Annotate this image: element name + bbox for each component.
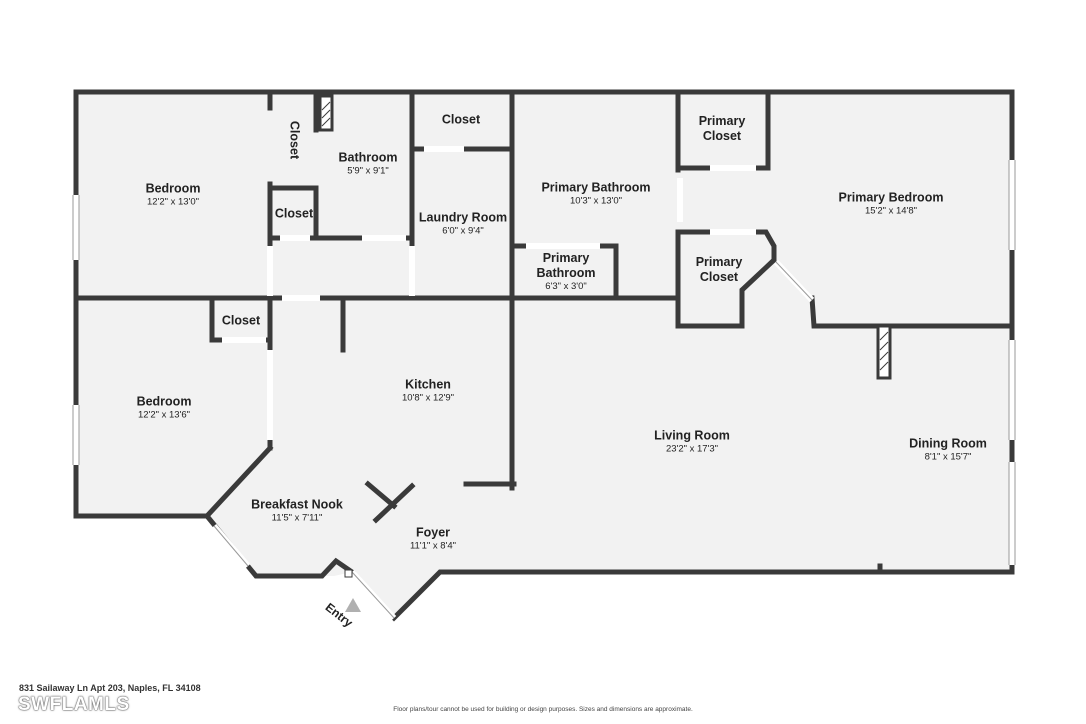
room-dimensions: 8'1" x 15'7" [924,451,972,463]
room-dimensions: 15'2" x 14'8" [864,205,918,217]
room-bedroom-1: Bedroom 12'2" x 13'0" [146,182,201,209]
room-laundry: Laundry Room 6'0" x 9'4" [419,211,507,238]
room-name-line1: Primary [542,251,590,265]
room-primary-closet-top: Primary Closet [699,114,746,144]
room-name: Laundry Room [418,210,508,225]
disclaimer-text: Floor plans/tour cannot be used for buil… [393,706,693,713]
floor-area [76,92,1012,618]
room-name-line1: Primary [698,114,746,128]
room-closet-small: Closet [275,207,313,222]
address-text: 831 Sailaway Ln Apt 203, Naples, FL 3410… [19,683,201,693]
room-living-room: Living Room 23'2" x 17'3" [654,429,730,456]
room-name-line2: Bathroom [536,266,596,280]
room-dimensions: 6'3" x 3'0" [545,281,587,292]
room-name: Closet [274,206,314,221]
room-name: Bathroom [338,150,398,165]
room-name: Living Room [654,428,730,443]
room-dimensions: 11'5" x 7'11" [271,512,323,524]
room-dimensions: 10'3" x 13'0" [569,195,623,207]
watermark-logo: SWFLAMLS [18,694,130,715]
room-primary-bedroom: Primary Bedroom 15'2" x 14'8" [839,191,944,218]
room-dimensions: 12'2" x 13'0" [146,196,200,208]
room-kitchen: Kitchen 10'8" x 12'9" [402,378,454,405]
room-breakfast-nook: Breakfast Nook 11'5" x 7'11" [251,498,343,525]
room-name: Dining Room [909,436,987,451]
room-primary-closet-mid: Primary Closet [696,255,743,285]
room-name: Primary Bedroom [838,190,944,205]
room-closet-vertical: Closet [287,121,302,159]
room-name: Breakfast Nook [251,497,343,512]
opening-edges [72,160,1016,567]
room-closet-left: Closet [222,314,260,329]
room-dimensions: 12'2" x 13'6" [137,409,191,421]
room-primary-bathroom-small: Primary Bathroom 6'3" x 3'0" [536,251,595,293]
room-name: Bedroom [145,181,201,196]
room-name: Closet [287,120,302,160]
room-dimensions: 5'9" x 9'1" [347,165,389,177]
room-bathroom: Bathroom 5'9" x 9'1" [338,151,397,178]
room-name: Closet [441,112,481,127]
room-primary-bathroom: Primary Bathroom 10'3" x 13'0" [541,181,650,208]
hatch-lines [321,101,889,371]
room-name: Primary Bathroom [541,180,651,195]
room-foyer: Foyer 11'1" x 8'4" [410,526,456,553]
room-dimensions: 6'0" x 9'4" [442,225,484,237]
room-name: Bedroom [136,394,192,409]
room-dining-room: Dining Room 8'1" x 15'7" [909,437,987,464]
room-name: Foyer [415,525,451,540]
entry-door [344,569,397,621]
room-name-line1: Primary [695,255,743,269]
room-name: Kitchen [405,377,451,392]
room-name-line2: Closet [699,270,739,284]
room-bedroom-2: Bedroom 12'2" x 13'6" [137,395,192,422]
room-name: Closet [221,313,261,328]
room-name-line2: Closet [702,129,742,143]
room-dimensions: 10'8" x 12'9" [401,392,455,404]
room-dimensions: 23'2" x 17'3" [665,443,719,455]
room-dimensions: 11'1" x 8'4" [409,540,457,552]
room-closet-top: Closet [442,113,480,128]
